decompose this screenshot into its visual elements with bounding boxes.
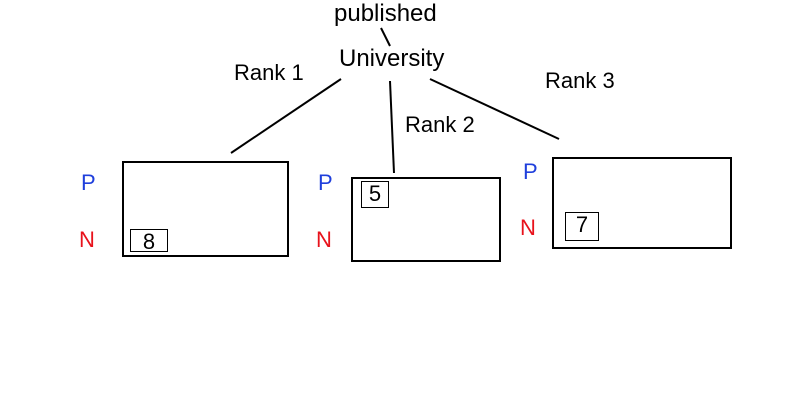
branch-line-rank-2 (389, 80, 395, 174)
rank-1-value-box: 8 (130, 229, 168, 253)
title-root-connector (380, 27, 391, 47)
rank-label-1: Rank 1 (234, 60, 304, 85)
branch-line-rank-1 (230, 78, 342, 154)
rank-label-2: Rank 2 (405, 112, 475, 137)
n-label-2: N (316, 227, 332, 252)
n-label-1: N (79, 227, 95, 252)
branch-line-rank-3 (429, 78, 560, 140)
root-node-label: University (339, 45, 445, 72)
rank-3-value-box: 7 (565, 212, 599, 241)
diagram-title: published (334, 0, 437, 27)
rank-1-box (122, 161, 289, 257)
rank-label-3: Rank 3 (545, 68, 615, 93)
rank-3-box (552, 157, 732, 249)
n-label-3: N (520, 215, 536, 240)
rank-2-box (351, 177, 501, 262)
rank-2-value-box: 5 (361, 181, 389, 208)
p-label-3: P (523, 159, 538, 184)
p-label-1: P (81, 170, 96, 195)
p-label-2: P (318, 170, 333, 195)
